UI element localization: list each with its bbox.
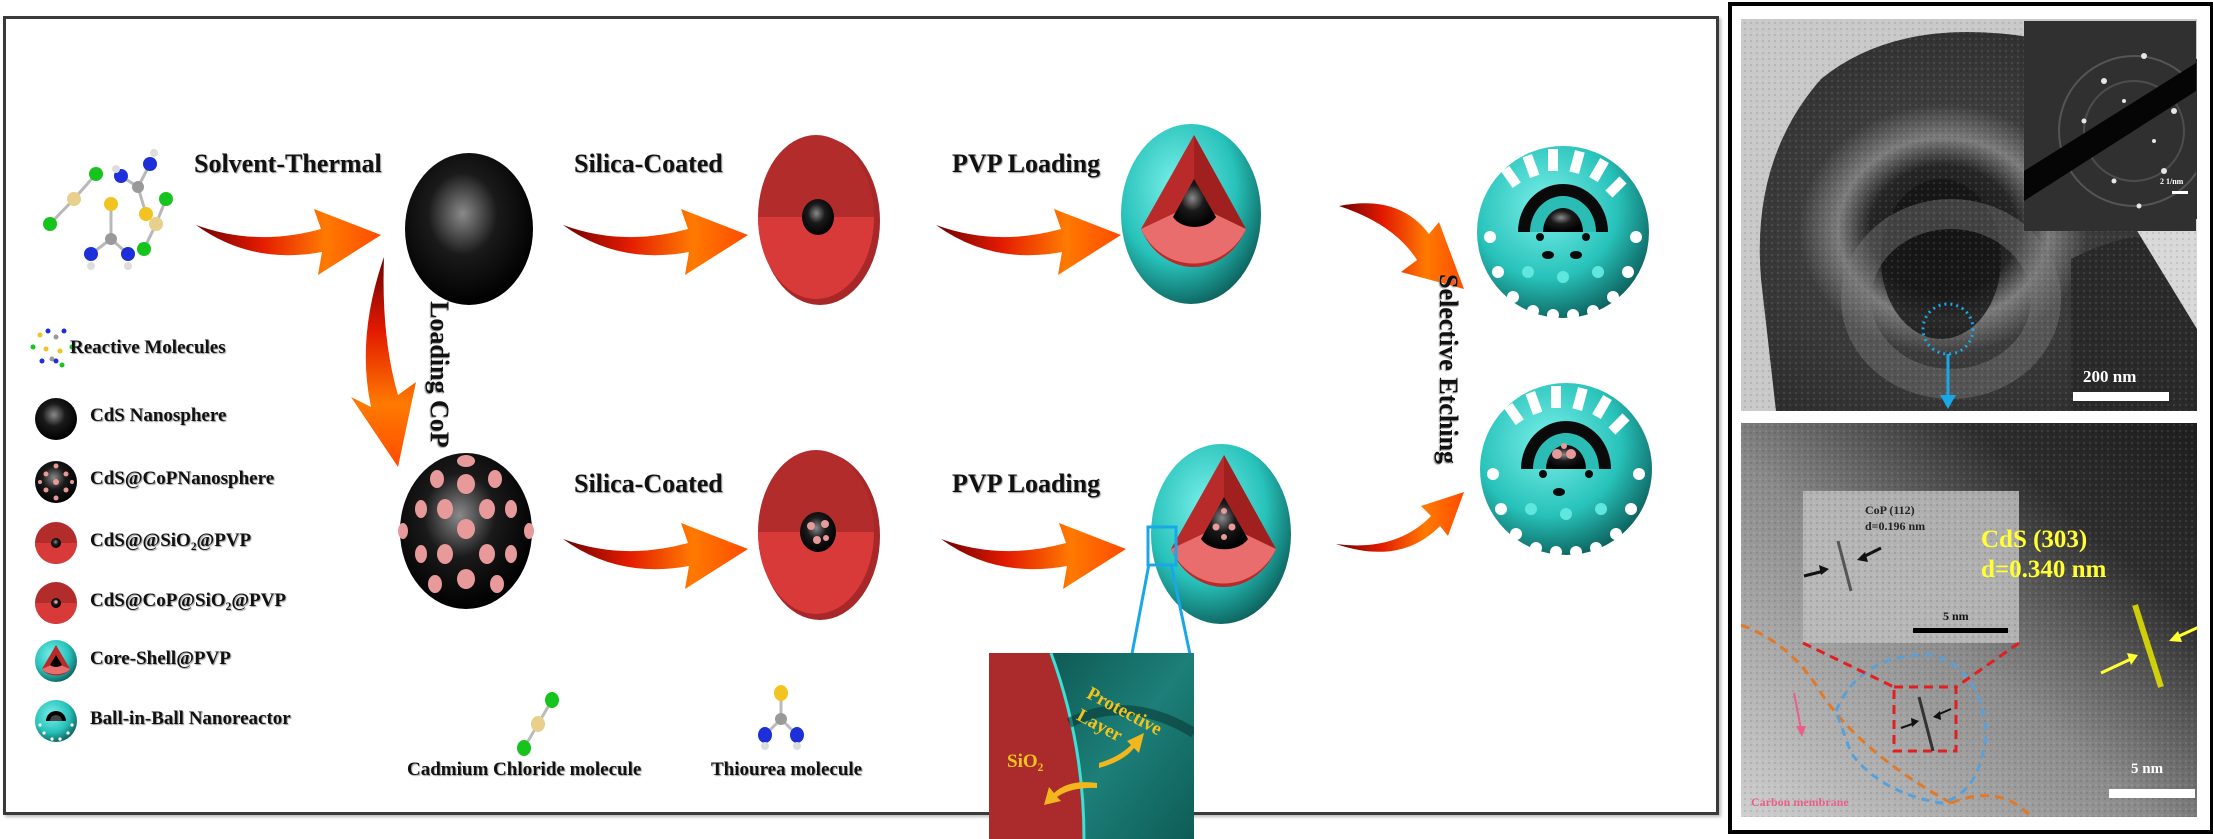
tem-image: 2 1/nm 200 nm (1741, 19, 2197, 411)
cadmium-chloride-molecule-icon (517, 692, 559, 756)
cop-lattice-label-line1: CoP (112) (1865, 503, 1915, 517)
tem-scale-label: 200 nm (2083, 367, 2137, 386)
cds-cop-sio2-sphere-icon (758, 450, 880, 620)
cadmium-chloride-label: Cadmium Chloride molecule (407, 759, 642, 780)
cds-cop-nanosphere-legend-icon (35, 461, 77, 503)
step-silica-coated-bottom-label: Silica-Coated (574, 469, 723, 498)
zoom-callout-lines (1129, 563, 1193, 660)
legend-label-cds-sio2-pvp: CdS@@SiO₂@PVP (90, 530, 252, 551)
legend-label-cds-nanosphere: CdS Nanosphere (90, 405, 227, 426)
ball-in-ball-legend-icon (35, 700, 77, 742)
cds-lattice-label-line2: d=0.340 nm (1981, 556, 2107, 583)
selected-area-marker (1921, 302, 1975, 409)
legend-label-ball-in-ball: Ball-in-Ball Nanoreactor (90, 708, 291, 729)
arrow-pvp-loading-top-icon (936, 209, 1121, 275)
legend-label-cds-cop-sio2-pvp: CdS@CoP@SiO₂@PVP (90, 590, 286, 611)
schematic-panel: Solvent-Thermal Silica-Coated PVP Loadin… (3, 16, 1719, 839)
ball-in-ball-nanoreactor-top-icon (1477, 146, 1649, 321)
core-shell-pvp-bottom-icon (1146, 444, 1291, 624)
tem-panel: 2 1/nm 200 nm (1728, 2, 2213, 834)
step-pvp-loading-bottom-label: PVP Loading (952, 469, 1101, 498)
cds-sio2-sphere-icon (758, 135, 880, 305)
thiourea-molecule-icon (758, 685, 804, 750)
cds-cop-nanosphere-icon (398, 453, 534, 609)
saed-inset: 2 1/nm (2024, 21, 2196, 231)
cds-sio2-pvp-legend-icon (35, 522, 77, 564)
cds-cop-sio2-pvp-legend-icon (35, 582, 77, 624)
protective-layer-inset: Protective Layer SiO₂ (989, 653, 1194, 839)
arrow-silica-coated-bottom-icon (563, 523, 748, 589)
arrow-selective-etching-bottom-icon (1336, 492, 1464, 552)
reactive-molecules-icon (30, 328, 75, 368)
core-shell-pvp-legend-icon (35, 640, 77, 682)
hrtem-scale-label: 5 nm (2131, 761, 2164, 777)
hrtem-image: CoP (112) d=0.196 nm 5 nm CdS (303) d=0.… (1741, 423, 2197, 817)
cds-nanosphere-legend-icon (35, 398, 77, 440)
step-selective-etching-label: Selective Etching (1434, 274, 1463, 464)
legend-label-cds-cop-nanosphere: CdS@CoPNanosphere (90, 468, 275, 489)
core-shell-pvp-top-icon (1121, 124, 1261, 304)
arrow-solvent-thermal-icon (196, 209, 381, 275)
step-solvent-thermal-label: Solvent-Thermal (194, 149, 382, 178)
tem-scale-bar (2073, 392, 2169, 401)
cop-inset-scale-label: 5 nm (1943, 609, 1969, 623)
legend-label-reactive-molecules: Reactive Molecules (70, 337, 226, 358)
cop-lattice-label-line2: d=0.196 nm (1865, 519, 1926, 533)
legend-label-core-shell-pvp: Core-Shell@PVP (90, 648, 231, 669)
step-pvp-loading-top-label: PVP Loading (952, 149, 1101, 178)
sio2-label: SiO₂ (1007, 751, 1044, 772)
reactive-molecules-cluster-icon (43, 149, 173, 270)
arrow-pvp-loading-bottom-icon (941, 523, 1126, 589)
cds-lattice-label-line1: CdS (303) (1981, 526, 2088, 553)
step-loading-cop-label: Loading CoP (425, 301, 454, 448)
step-silica-coated-top-label: Silica-Coated (574, 149, 723, 178)
ball-in-ball-nanoreactor-bottom-icon (1480, 383, 1652, 558)
arrow-silica-coated-top-icon (563, 209, 748, 275)
carbon-membrane-label: Carbon membrane (1751, 795, 1849, 809)
cds-nanosphere-icon (405, 153, 533, 305)
thiourea-label: Thiourea molecule (711, 759, 863, 780)
arrow-selective-etching-top-icon (1339, 203, 1464, 289)
saed-scale-label: 2 1/nm (2160, 177, 2184, 186)
arrow-loading-cop-icon (351, 257, 416, 467)
